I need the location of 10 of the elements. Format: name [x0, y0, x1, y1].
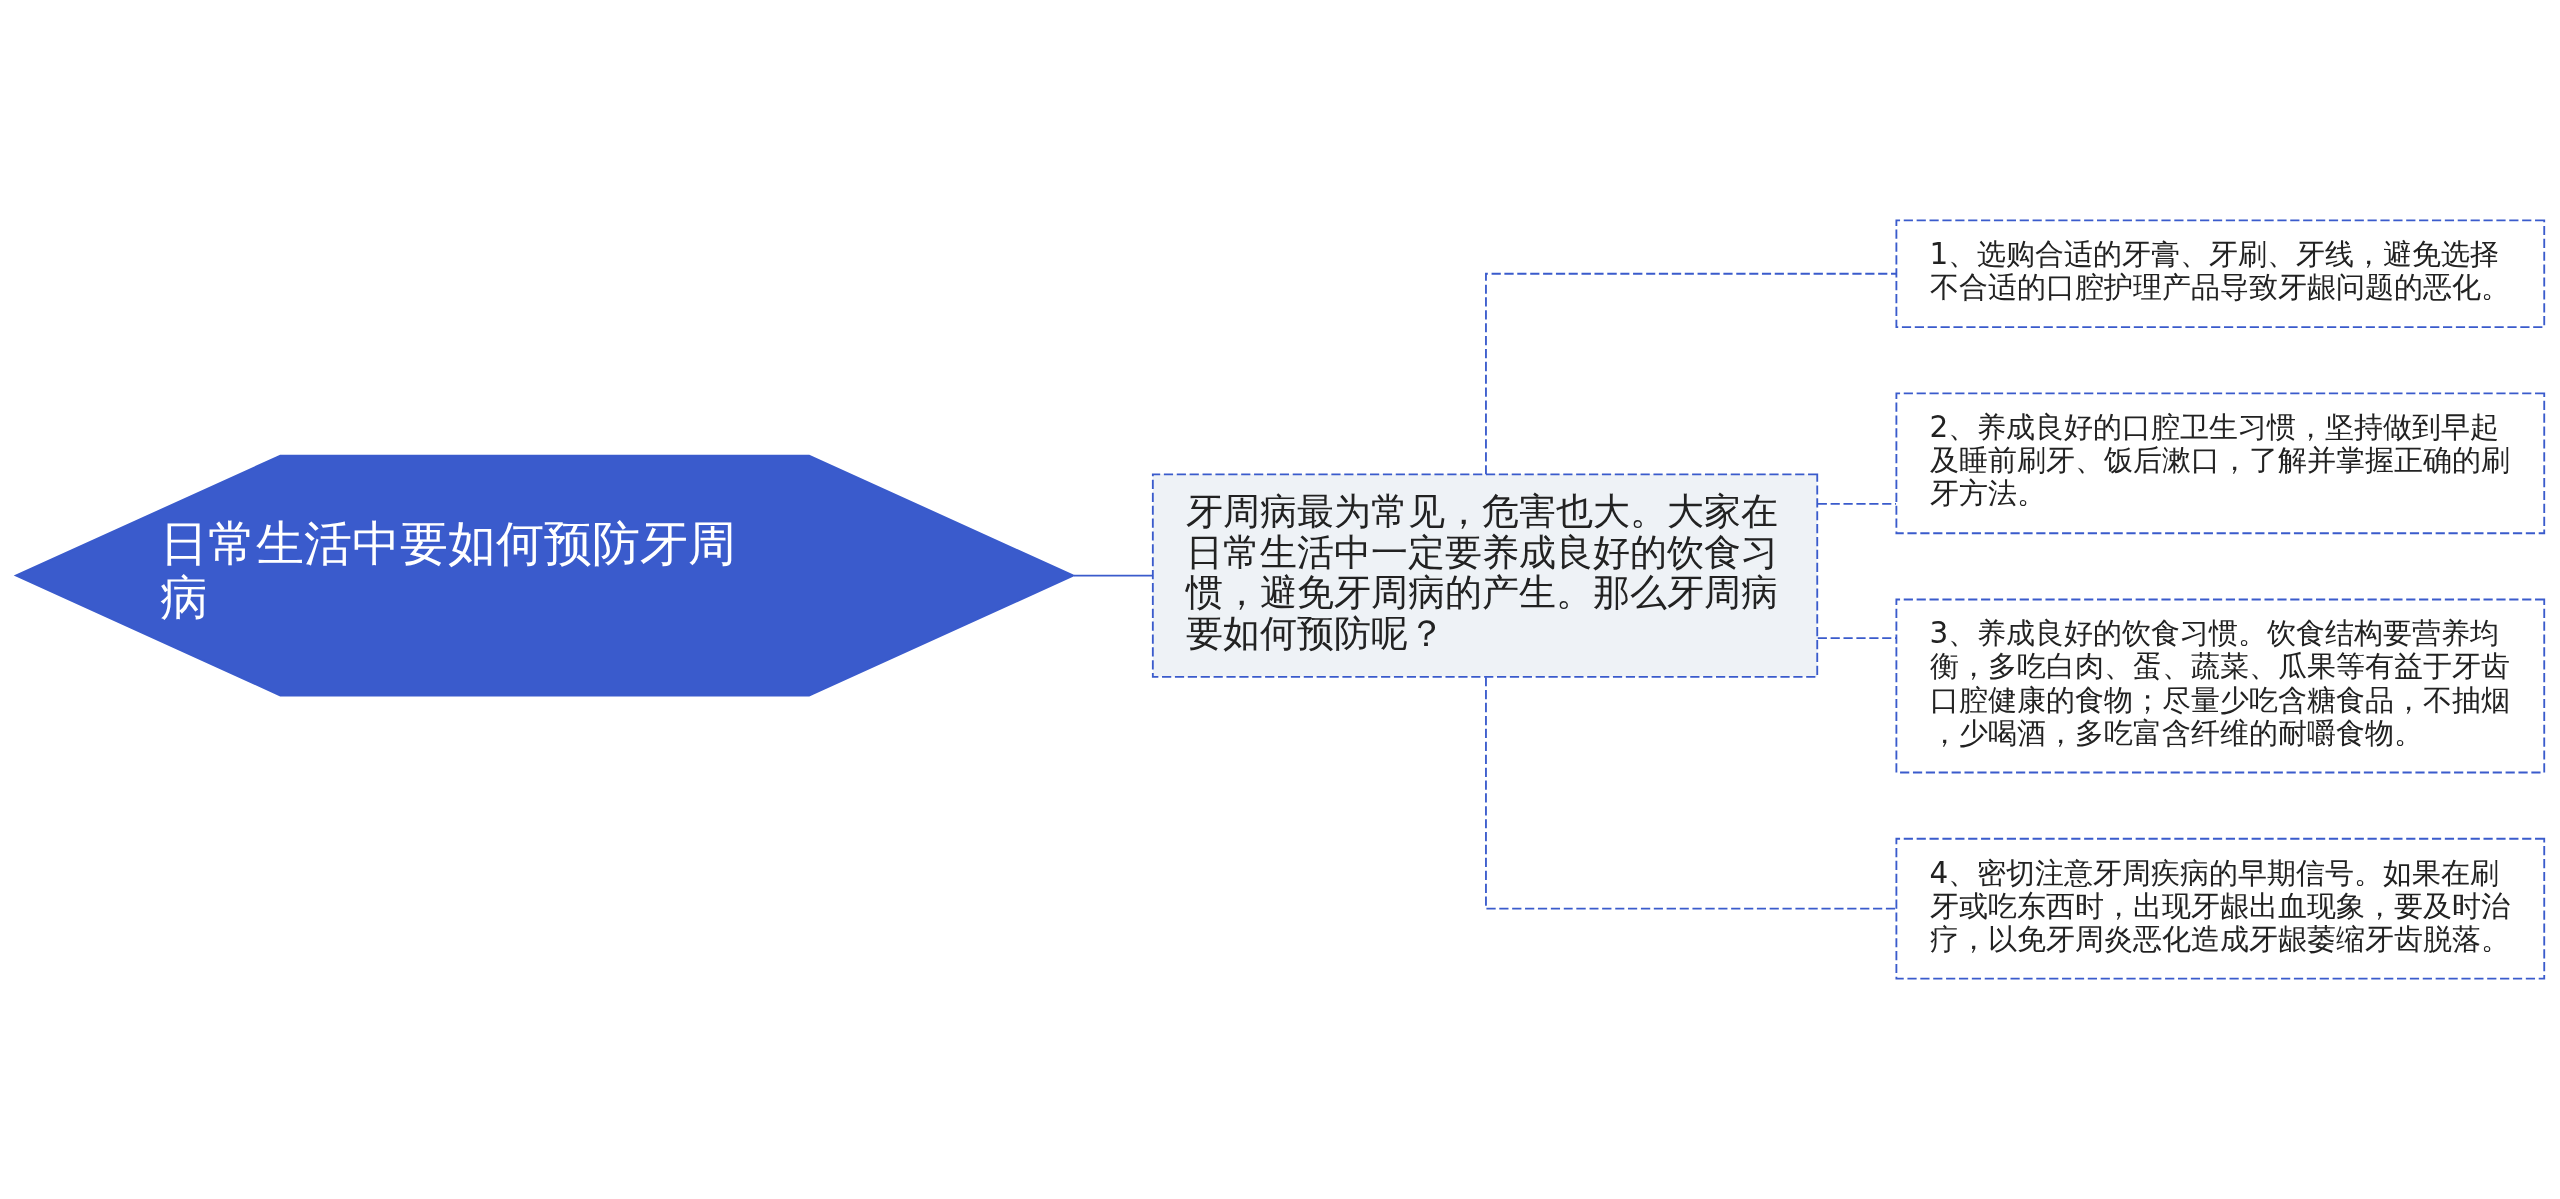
connector: [1073, 574, 1154, 577]
node-box: 3、养成良好的饮食习惯。饮食结构要营养均衡，多吃白肉、蛋、蔬菜、瓜果等有益于牙齿口腔健康的食物；尽量少吃含糖食品，不抽烟，少喝酒，多吃富含纤维的耐嚼食物。: [1895, 598, 2546, 774]
node-box: 1、选购合适的牙膏、牙刷、牙线，避免选择不合适的口腔护理产品导致牙龈问题的恶化。: [1895, 219, 2546, 329]
node-box: 4、密切注意牙周疾病的早期信号。如果在刷牙或吃东西时，出现牙龈出血现象，要及时治疗，以免牙周炎恶化造成牙龈萎缩牙齿脱落。: [1895, 837, 2546, 980]
connector: [1816, 502, 1897, 505]
connector: [1485, 676, 1897, 910]
node-box: 牙周病最为常见，危害也大。大家在日常生活中一定要养成良好的饮食习惯，避免牙周病的产生。那么牙周病要如何预防呢？: [1151, 473, 1819, 678]
node-box: 2、养成良好的口腔卫生习惯，坚持做到早起及睡前刷牙、饭后漱口，了解并掌握正确的刷牙方法。: [1895, 392, 2546, 535]
connector: [1816, 637, 1897, 640]
connector: [1485, 272, 1897, 476]
